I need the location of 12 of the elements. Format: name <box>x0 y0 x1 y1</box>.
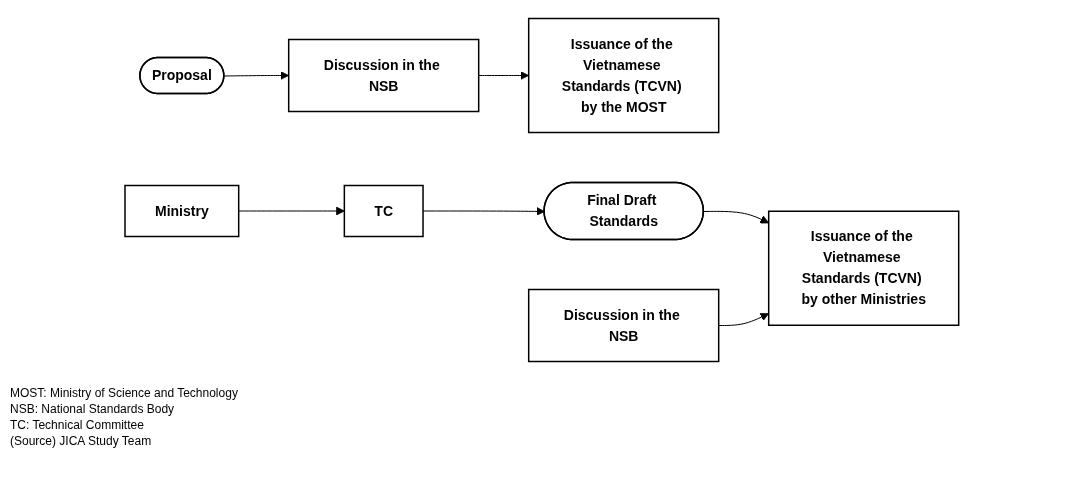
abbreviation-note: MOST: Ministry of Science and Technology <box>10 385 238 401</box>
node-box: Issuance of the Vietnamese Standards (TCVN) by other Ministries <box>767 210 960 326</box>
arrow <box>702 210 769 224</box>
arrow <box>223 71 289 80</box>
node-box: TC <box>343 184 424 238</box>
abbreviation-note: NSB: National Standards Body <box>10 401 176 417</box>
node-box: Discussion in the NSB <box>527 288 720 363</box>
source-caption: (Source) JICA Study Team <box>10 433 153 449</box>
node-box: Issuance of the Vietnamese Standards (TCVN) by the MOST <box>527 17 720 134</box>
node-box: Ministry <box>123 184 240 238</box>
node-box: Discussion in the NSB <box>287 38 480 113</box>
abbreviation-note: TC: Technical Committee <box>10 417 145 433</box>
